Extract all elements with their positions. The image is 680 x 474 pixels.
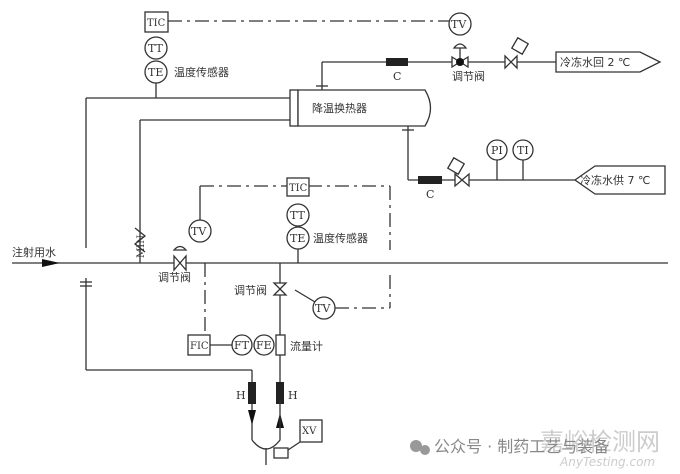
heater-c-icon xyxy=(386,58,408,66)
fe xyxy=(253,334,275,356)
pi-label: PI xyxy=(491,144,503,157)
fe-label: FE xyxy=(256,339,272,352)
watermark-brand-cn: 嘉峪检测网 xyxy=(540,428,660,456)
left-valve-label: 调节阀 xyxy=(158,270,191,284)
tt-top xyxy=(144,36,168,60)
ft xyxy=(231,334,253,356)
tic-middle xyxy=(286,177,310,197)
heat-exchanger xyxy=(297,89,432,127)
actuator-link xyxy=(294,289,316,303)
watermark-account: 公众号 · 制药工艺与装备 xyxy=(434,437,609,456)
valve-ball-icon xyxy=(456,58,464,66)
tv-right xyxy=(312,296,336,320)
cold-supply-label: 冷冻水供 7 ℃ xyxy=(580,173,650,187)
ft-label: FT xyxy=(234,339,250,352)
inlet-label: 注射用水 xyxy=(12,245,56,259)
supply-solenoid-icon xyxy=(446,156,466,176)
min-valve-icon xyxy=(133,227,147,253)
tt-middle xyxy=(286,203,310,227)
tic-middle-label: TIC xyxy=(289,183,308,194)
flowmeter-icon xyxy=(275,334,286,356)
top-sensor-label: 温度传感器 xyxy=(174,65,229,79)
middle-sensor-label: 温度传感器 xyxy=(313,231,368,245)
flow-arrow-icon xyxy=(42,259,60,267)
tic-top-label: TIC xyxy=(147,18,166,29)
right-valve-label: 调节阀 xyxy=(234,283,267,297)
tv-left-label: TV xyxy=(191,225,207,238)
watermark: 嘉峪检测网 公众号 · 制药工艺与装备 AnyTesting.com xyxy=(410,428,660,469)
min-label: MIN xyxy=(136,235,147,258)
supply-valve-icon xyxy=(454,172,470,188)
tt-top-label: TT xyxy=(148,42,164,55)
u-bend-pipe xyxy=(251,400,281,450)
tv-top-label: TV xyxy=(451,18,467,31)
down-arrow-icon xyxy=(248,410,256,425)
heater-h-right-label: H xyxy=(288,389,298,402)
tv-top xyxy=(448,12,472,36)
ti-label: TI xyxy=(517,144,529,157)
left-valve-icon xyxy=(173,254,187,272)
wechat-icon-part xyxy=(420,445,430,455)
valve-actuator-box xyxy=(273,447,289,459)
solenoid-icon xyxy=(510,36,530,56)
te-top-label: TE xyxy=(148,66,163,79)
te-middle-label: TE xyxy=(290,232,305,245)
flowmeter-label: 流量计 xyxy=(290,339,323,353)
cold-supply-inlet xyxy=(573,165,666,195)
actuator-icon xyxy=(452,43,468,49)
tic-top xyxy=(144,11,169,33)
cold-return-label: 冷冻水回 2 ℃ xyxy=(560,55,630,69)
tv-right-label: TV xyxy=(315,302,331,315)
heater-c-label: C xyxy=(393,70,401,83)
right-valve-icon xyxy=(272,282,288,296)
solenoid-valve-icon xyxy=(504,54,518,70)
heater-c2-icon xyxy=(418,176,442,184)
fic-label: FIC xyxy=(190,341,209,352)
top-valve-label: 调节阀 xyxy=(452,69,485,83)
tv-left xyxy=(188,219,212,243)
cold-return-outlet xyxy=(555,51,662,73)
left-actuator-icon xyxy=(172,245,188,251)
heater-h-left-icon xyxy=(248,382,256,404)
hx-flange xyxy=(289,89,299,127)
heater-c2-label: C xyxy=(426,188,434,201)
xv-label: XV xyxy=(302,426,317,437)
hx-label: 降温换热器 xyxy=(312,101,367,115)
watermark-brand-en: AnyTesting.com xyxy=(559,455,655,469)
tt-middle-label: TT xyxy=(290,209,306,222)
xv-box xyxy=(299,419,323,443)
heater-h-left-label: H xyxy=(236,389,246,402)
xv-link xyxy=(287,441,301,451)
heater-h-right-icon xyxy=(276,382,284,404)
wechat-icon xyxy=(410,440,422,452)
